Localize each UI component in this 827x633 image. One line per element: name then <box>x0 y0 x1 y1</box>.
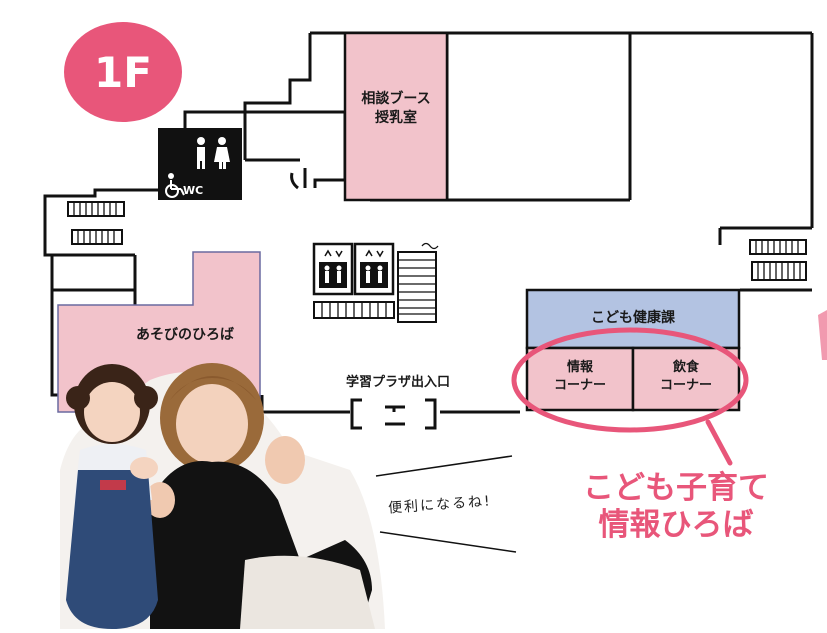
wc-label: WC <box>183 184 204 197</box>
food-corner-line-1: 飲食 <box>672 360 699 375</box>
stair-steps-right <box>749 239 807 281</box>
wheelchair-icon <box>165 173 185 198</box>
asobi-hiroba-label: あそびのひろば <box>136 327 234 343</box>
entrance-label: 学習プラザ出入口 <box>345 375 450 390</box>
highlight-ellipse <box>511 327 749 433</box>
callout-pointer <box>705 419 733 466</box>
stair-steps-center <box>313 242 439 323</box>
info-corner-label: 情報 コーナー <box>527 359 633 394</box>
consult-booth-room <box>343 31 449 202</box>
food-corner-line-2: コーナー <box>659 377 712 393</box>
stair-steps-left <box>73 202 117 244</box>
family-photo <box>60 363 385 629</box>
food-corner-room <box>631 346 741 412</box>
callout-line-1: こども子育て <box>583 470 769 506</box>
callout-line-2: 情報ひろば <box>598 507 754 544</box>
info-corner-room <box>525 346 635 412</box>
info-corner-line-2: コーナー <box>553 377 606 393</box>
speech-line-bottom <box>379 531 517 553</box>
right-edge-marker <box>818 310 827 360</box>
speech-line-top <box>375 455 513 477</box>
elevator-icon <box>312 242 395 296</box>
info-corner-line-1: 情報 <box>566 360 593 375</box>
food-corner-label: 飲食 コーナー <box>633 359 739 394</box>
consult-booth-label: 相談ブース 授乳室 <box>349 90 443 128</box>
telephone-icon <box>290 168 307 190</box>
consult-booth-line-1: 相談ブース <box>361 91 431 107</box>
restroom-icon <box>197 137 230 169</box>
kodomo-kenko-label: こども健康課 <box>591 310 675 326</box>
callout-text: こども子育て 情報ひろば <box>560 470 792 544</box>
consult-booth-line-2: 授乳室 <box>375 109 417 126</box>
floor-badge: 1F <box>64 22 182 122</box>
